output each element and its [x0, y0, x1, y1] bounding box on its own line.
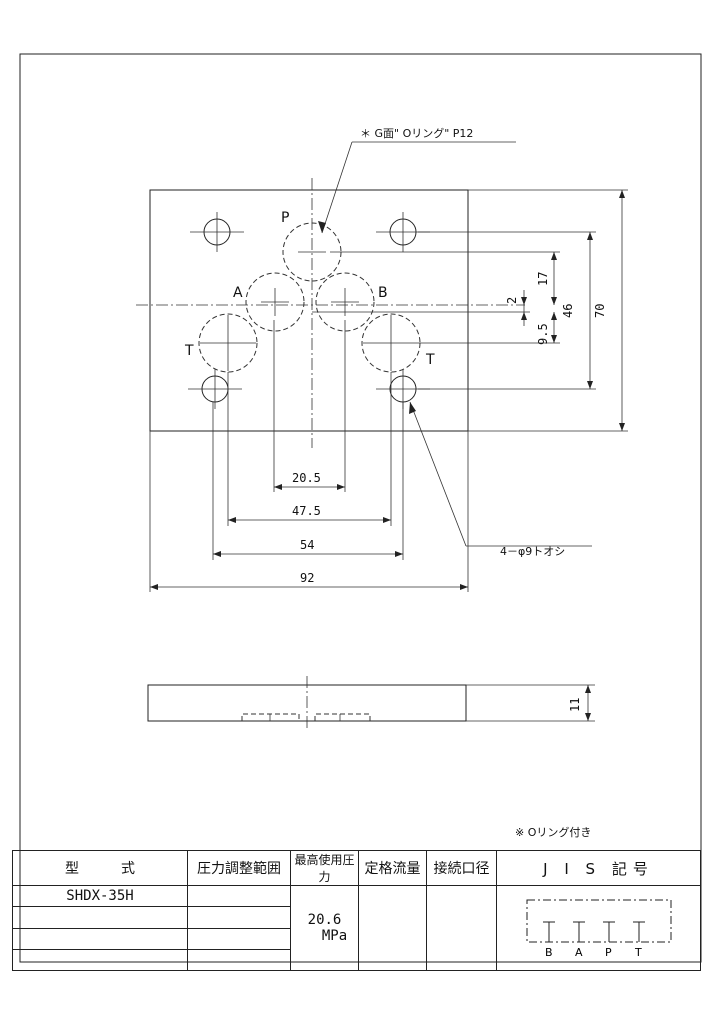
port-b-hidden	[315, 272, 375, 332]
dim-17-label: 17	[536, 272, 550, 286]
port-label-a: A	[233, 285, 243, 301]
dim-46	[587, 232, 593, 389]
symbol-port-a: A	[575, 946, 583, 959]
port-t-left-hidden	[198, 313, 258, 373]
dim-70-label: 70	[593, 304, 607, 318]
pressure-range-empty-row-1	[187, 906, 291, 929]
dim-11-label: 11	[568, 698, 582, 712]
oring-leader-arrow	[318, 221, 326, 233]
dim-11	[585, 685, 591, 721]
dim-2	[521, 290, 527, 326]
max-pressure-unit: MPa	[321, 928, 348, 944]
pressure-range-empty-row-2	[187, 927, 291, 950]
model-empty-row-1	[12, 906, 188, 929]
hole-note: 4－φ9トオシ	[500, 545, 565, 558]
port-size-cell	[426, 885, 497, 971]
hole-leader-line	[409, 401, 467, 547]
oring-note: ＊ G面" Oリング" P12	[360, 126, 473, 140]
oring-footnote: ※ Oリング付き	[515, 825, 591, 839]
header-port-size: 接続口径	[426, 850, 497, 886]
model-value: SHDX-35H	[12, 884, 188, 908]
port-t-right-hidden	[361, 313, 421, 373]
plan-view: P A B T T ＊ G面" Oリング" P12 4－φ9トオシ 20.5	[136, 126, 628, 592]
port-label-b: B	[378, 285, 388, 301]
max-pressure-value: 20.6	[307, 912, 342, 928]
header-max-pressure: 最高使用圧力	[290, 850, 359, 886]
port-label-p: P	[281, 210, 289, 226]
side-view: 11	[147, 676, 595, 730]
side-hidden-port-left	[241, 713, 300, 721]
jis-symbol-cell: B A P T	[496, 885, 701, 971]
symbol-port-t: T	[634, 946, 642, 959]
dim-92-label: 92	[300, 571, 314, 585]
pressure-range-cell	[187, 884, 291, 908]
jis-symbol-diagram: B A P T	[526, 899, 672, 959]
dim-54-label: 54	[300, 538, 314, 552]
rated-flow-cell	[358, 885, 427, 971]
bolt-hole-bottom-left	[188, 369, 242, 409]
port-a-hidden	[245, 272, 305, 332]
header-rated-flow: 定格流量	[358, 850, 427, 886]
bolt-hole-top-left	[190, 212, 244, 252]
dim-47-5	[228, 517, 391, 523]
dim-20-5	[274, 484, 345, 490]
oring-leader-line	[321, 141, 353, 234]
symbol-port-b: B	[545, 946, 553, 959]
max-pressure-cell: 20.6 MPa	[290, 885, 359, 971]
model-empty-row-2	[12, 927, 188, 950]
port-label-t-left: T	[184, 343, 194, 359]
spec-table: 型 式 圧力調整範囲 最高使用圧力 定格流量 接続口径 J I S 記号 SHD…	[12, 850, 701, 972]
dim-92	[150, 584, 468, 590]
dim-9-5-label: 9.5	[536, 323, 550, 345]
dim-70	[619, 190, 625, 431]
symbol-port-p: P	[605, 946, 612, 959]
hole-leader-arrow	[409, 402, 416, 414]
header-pressure-range: 圧力調整範囲	[187, 850, 291, 886]
model-empty-row-3	[12, 948, 188, 972]
dim-17	[551, 252, 557, 305]
dim-54	[213, 551, 403, 557]
side-hidden-port-right	[314, 713, 371, 721]
dim-47-5-label: 47.5	[292, 504, 321, 518]
dim-46-label: 46	[561, 304, 575, 318]
dim-2-label: 2	[505, 297, 519, 304]
dim-20-5-label: 20.5	[292, 471, 321, 485]
pressure-range-empty-row-3	[187, 948, 291, 972]
port-label-t-right: T	[425, 352, 435, 368]
header-jis-symbol: J I S 記号	[496, 850, 701, 886]
dim-9-5	[551, 312, 557, 343]
header-model: 型 式	[12, 850, 188, 886]
plate-outline	[149, 189, 469, 432]
